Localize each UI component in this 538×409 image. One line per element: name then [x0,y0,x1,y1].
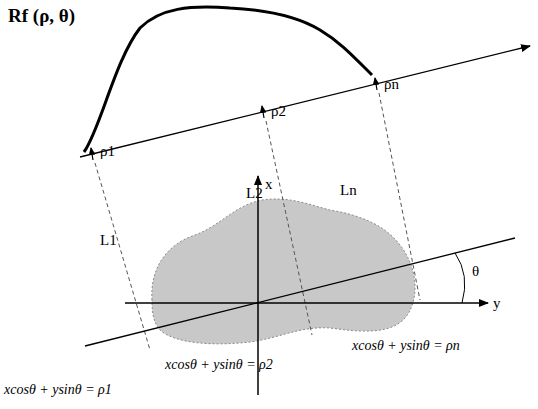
line-label: L2 [246,185,263,202]
ray-line [95,163,150,350]
axis-label: x [265,176,273,193]
rho-arrow [262,106,264,118]
rho-arrow [375,78,377,90]
theta-line [85,238,515,346]
line-label: Ln [340,182,357,199]
equation-label: xcosθ + ysinθ = ρ2 [165,357,273,372]
theta-arc [455,253,465,303]
axis-label: y [493,295,501,312]
projection-axis [80,46,530,157]
rho-label: ρ2 [271,103,286,120]
y-axis [125,302,488,304]
line-label: L1 [100,232,117,249]
rho-label: ρn [384,76,399,93]
equation-label: xcosθ + ysinθ = ρ1 [4,382,112,397]
rho-arrow [91,148,93,160]
angle-label: θ [472,263,479,280]
equation-label: xcosθ + ysinθ = ρn [352,338,460,353]
transform-label: Rf (ρ, θ) [8,6,75,27]
projection-curve [84,7,372,152]
object-shape [152,199,415,344]
rho-label: ρ1 [100,143,115,160]
ray-line [379,93,420,300]
